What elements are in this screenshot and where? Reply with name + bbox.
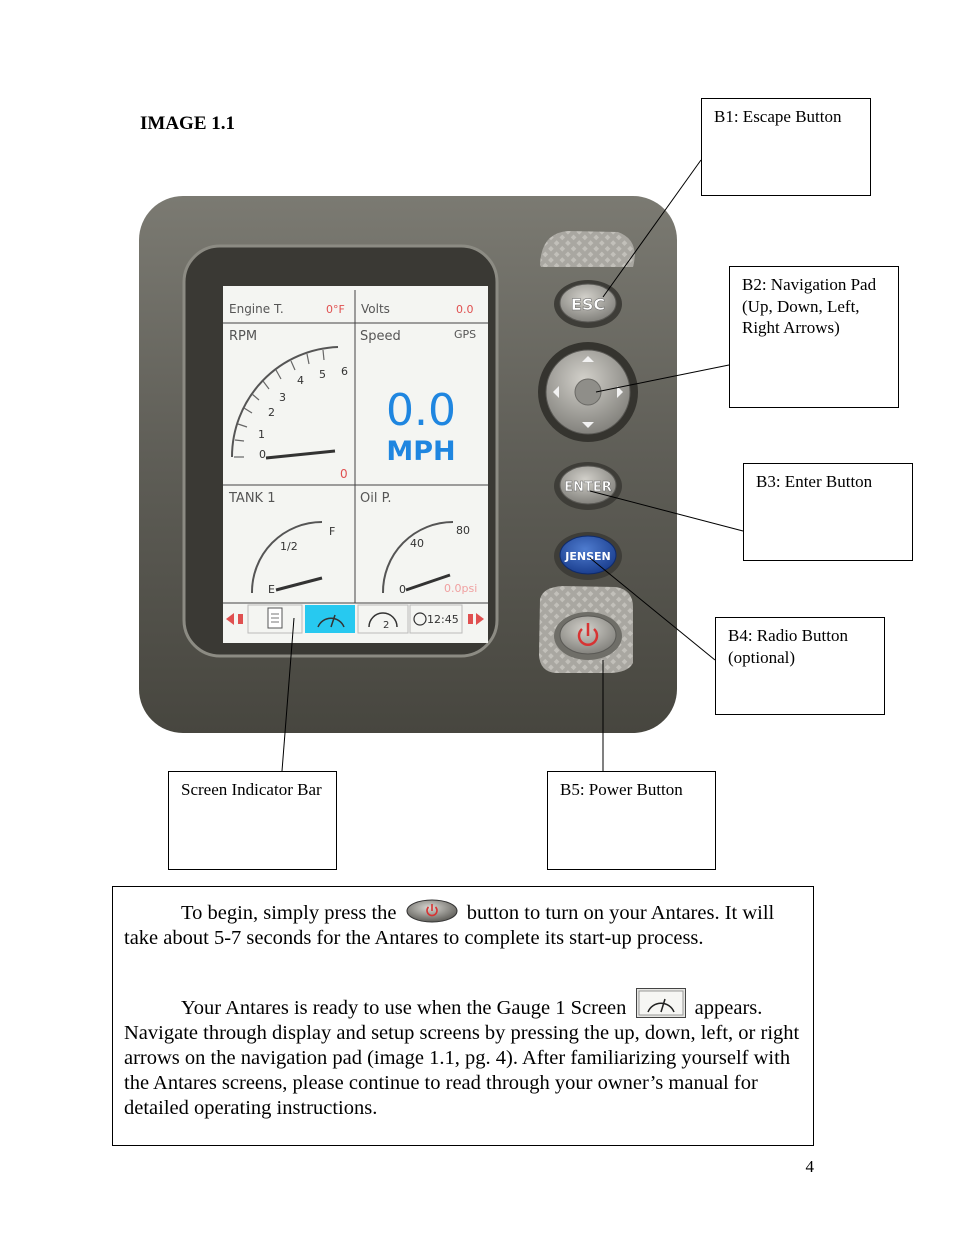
callout-power-button: B5: Power Button <box>547 771 716 870</box>
navigation-pad[interactable] <box>538 342 638 442</box>
rpm-tick-5: 5 <box>319 368 326 381</box>
speed-source: GPS <box>454 328 476 341</box>
callout-radio-button: B4: Radio Button (optional) <box>715 617 885 715</box>
p1-before: To begin, simply press the <box>181 902 397 924</box>
tank-needle <box>275 576 323 592</box>
engine-temp-value: 0°F <box>326 303 345 316</box>
oil-tick-40: 40 <box>410 537 424 550</box>
speed-value: 0.0 <box>386 385 456 436</box>
instructions-paragraph-1: To begin, simply press the button to tur… <box>124 899 803 951</box>
right-arrow-icon <box>476 613 484 625</box>
top-grip-pad <box>540 231 635 267</box>
rpm-tick-6: 6 <box>341 365 348 378</box>
p2-after: appears. Navigate through display and se… <box>124 997 800 1119</box>
tank-tick-full: F <box>329 525 335 538</box>
instructions-box: To begin, simply press the button to tur… <box>112 886 814 1146</box>
oil-gauge-arc <box>381 521 454 594</box>
indicator-tab-data <box>247 604 303 634</box>
indicator-tab-clock <box>409 604 463 634</box>
right-arrow-icon[interactable] <box>617 386 623 398</box>
page-number: 4 <box>805 1157 815 1176</box>
callout-escape-button: B1: Escape Button <box>701 98 871 196</box>
oil-tick-80: 80 <box>456 524 470 537</box>
radio-button[interactable]: JENSEN <box>554 532 622 580</box>
rpm-tick-0: 0 <box>259 448 266 461</box>
gauge1-icon <box>317 617 345 628</box>
figure-title: IMAGE 1.1 <box>140 113 235 134</box>
power-button-icon <box>406 899 458 923</box>
callout-navigation-pad: B2: Navigation Pad (Up, Down, Left, Righ… <box>729 266 899 408</box>
indicator-tab-gauge1-active <box>305 605 355 633</box>
power-icon <box>577 628 599 646</box>
rpm-tick-4: 4 <box>297 374 304 387</box>
tank-gauge-arc <box>250 521 323 594</box>
engine-temp-label: Engine T. <box>229 302 284 316</box>
tank-label: TANK 1 <box>228 491 275 506</box>
volts-label: Volts <box>361 302 390 316</box>
rpm-tick-2: 2 <box>268 406 275 419</box>
clock-icon <box>413 612 427 626</box>
left-arrow-icon <box>226 613 234 625</box>
tank-tick-half: 1/2 <box>280 540 298 553</box>
esc-label: ESC <box>571 295 605 314</box>
antares-device: Engine T. 0°F Volts 0.0 RPM 0 1 2 3 4 5 … <box>139 196 677 733</box>
indicator-tab-gauge2 <box>357 604 409 634</box>
rpm-tick-3: 3 <box>279 391 286 404</box>
oil-label: Oil P. <box>360 491 392 506</box>
volts-value: 0.0 <box>456 303 474 316</box>
left-arrow-icon[interactable] <box>553 386 559 398</box>
gauge2-icon <box>368 612 398 628</box>
power-button[interactable] <box>554 612 622 660</box>
enter-label: ENTER <box>564 480 612 495</box>
rpm-tick-1: 1 <box>258 428 265 441</box>
tank-tick-empty: E <box>268 583 275 596</box>
svg-text:2: 2 <box>383 620 389 631</box>
callout-screen-indicator-bar: Screen Indicator Bar <box>168 771 337 870</box>
callout-enter-button: B3: Enter Button <box>743 463 913 561</box>
instructions-paragraph-2: Your Antares is ready to use when the Ga… <box>124 988 803 1121</box>
oil-needle <box>405 573 451 592</box>
esc-button[interactable]: ESC <box>554 280 622 328</box>
rpm-label: RPM <box>229 329 257 344</box>
clock-text: 12:45 <box>427 613 459 626</box>
speed-label: Speed <box>360 329 401 344</box>
rpm-gauge-arc <box>231 346 339 458</box>
enter-button[interactable]: ENTER <box>554 462 622 510</box>
rpm-value: 0 <box>340 467 348 481</box>
rpm-needle <box>265 449 336 460</box>
oil-value: 0.0psi <box>444 582 477 595</box>
oil-tick-0: 0 <box>399 583 406 596</box>
p2-before: Your Antares is ready to use when the Ga… <box>181 997 627 1019</box>
gauge1-screen-icon <box>635 988 686 1018</box>
speed-unit: MPH <box>386 436 455 467</box>
screen-indicator-bar: 2 12:45 <box>223 604 488 634</box>
jensen-logo: JENSEN <box>564 550 610 563</box>
lcd-screen: Engine T. 0°F Volts 0.0 RPM 0 1 2 3 4 5 … <box>223 286 488 643</box>
down-arrow-icon[interactable] <box>582 422 594 428</box>
up-arrow-icon[interactable] <box>582 356 594 362</box>
p1-after: button to turn on your Antares. It will … <box>124 902 775 949</box>
